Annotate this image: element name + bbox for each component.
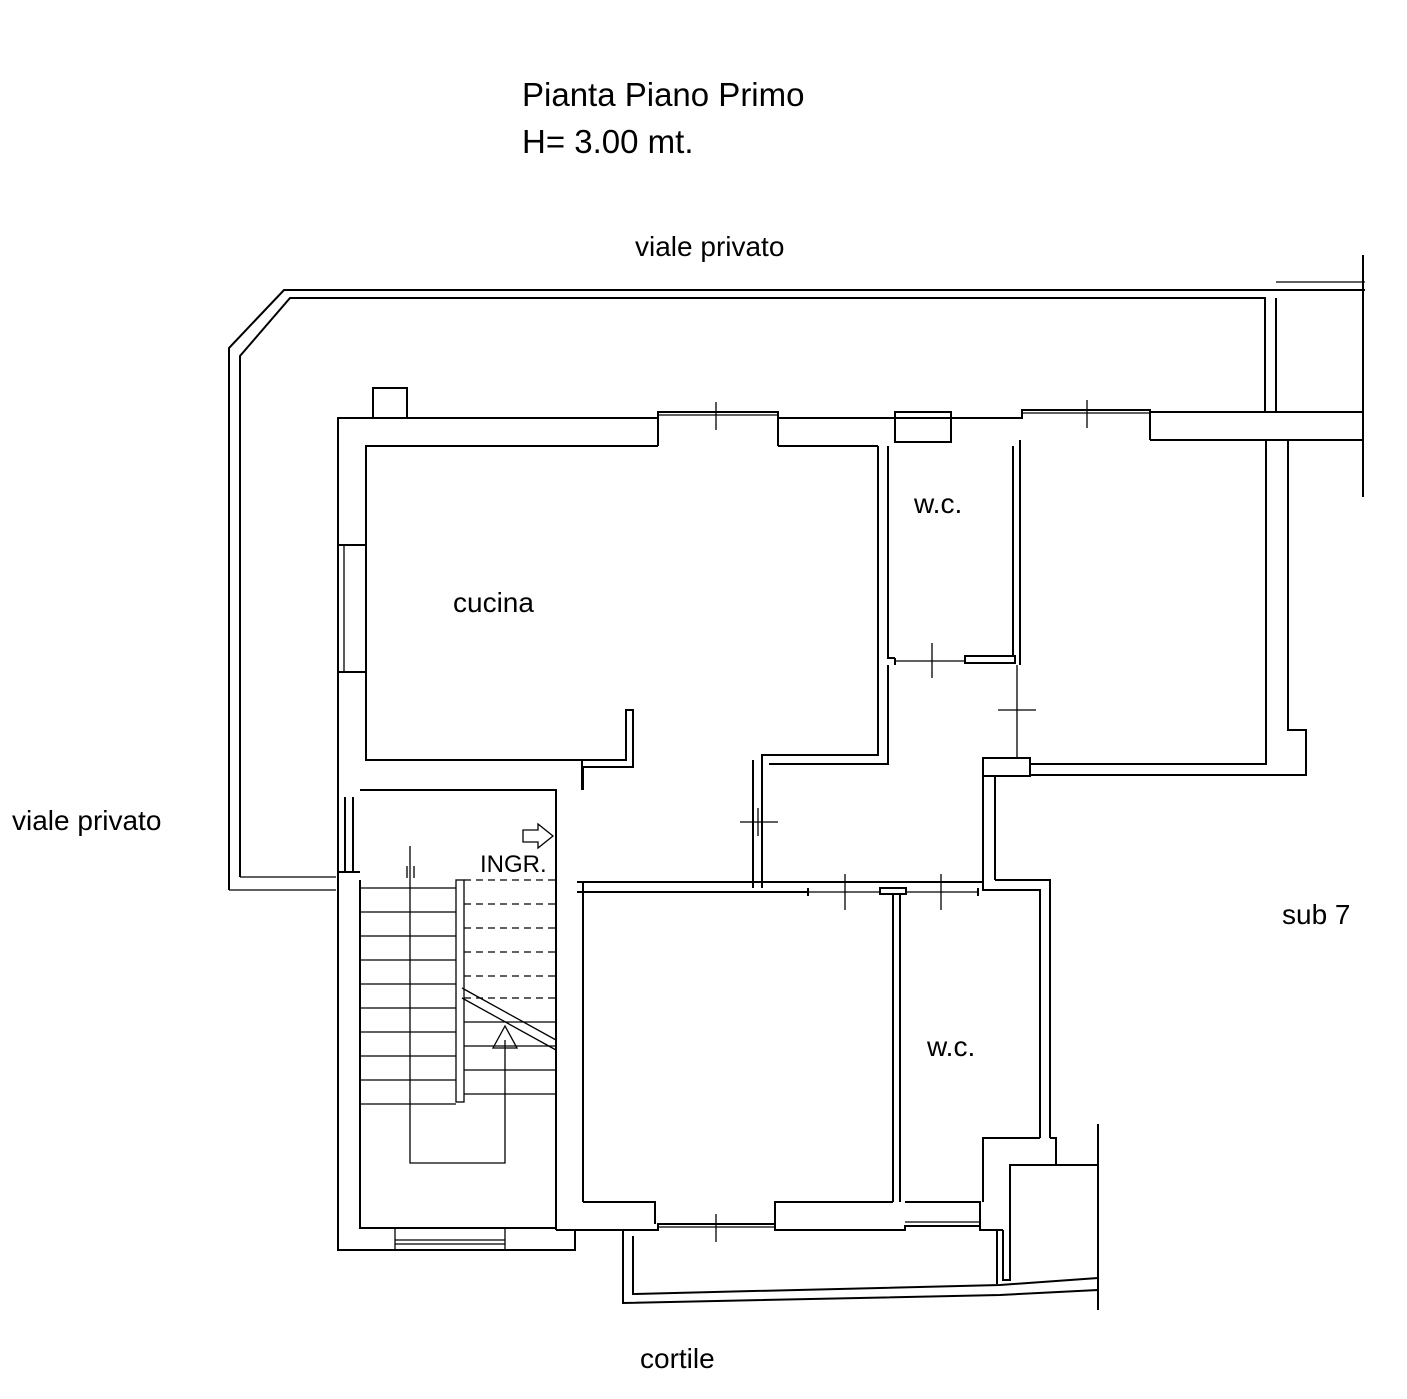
staircase: [360, 846, 557, 1164]
label-cucina: cucina: [453, 587, 534, 618]
label-wc-top: w.c.: [913, 488, 962, 519]
driveway-outline: [228, 255, 1365, 891]
plan-height: H= 3.00 mt.: [522, 123, 694, 160]
label-wc-bottom: w.c.: [926, 1031, 975, 1062]
label-ingresso: INGR.: [480, 851, 547, 878]
stair-up-arrow-icon: [491, 1024, 519, 1049]
exterior-walls: [337, 387, 1363, 1251]
entrance-arrow-icon: [522, 822, 555, 850]
label-viale-top: viale privato: [635, 231, 784, 262]
kitchen-walls: [582, 709, 634, 790]
plan-title: Pianta Piano Primo: [522, 76, 804, 113]
label-cortile: cortile: [640, 1343, 715, 1374]
interior-walls: [577, 440, 1099, 1310]
label-sub: sub 7: [1282, 899, 1351, 930]
courtyard-outline: [622, 1230, 1099, 1305]
label-viale-left: viale privato: [12, 805, 161, 836]
